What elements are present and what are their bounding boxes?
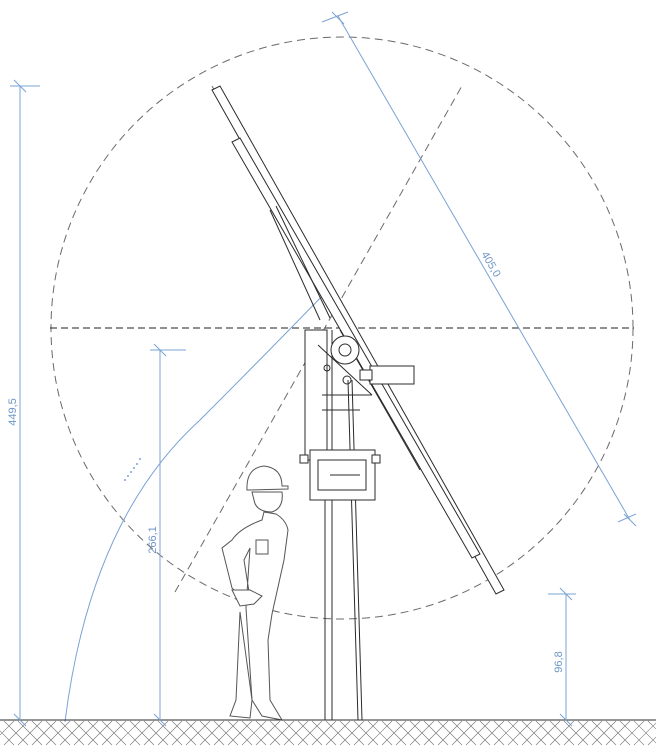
hatch-stroke xyxy=(353,720,379,746)
hatch-stroke xyxy=(591,720,617,746)
hatch-stroke xyxy=(311,720,337,746)
dimension-overall-height: 449,5 xyxy=(7,79,40,727)
hatch-stroke xyxy=(45,720,71,746)
hatch-stroke xyxy=(493,720,519,746)
hatch-stroke xyxy=(283,720,309,746)
hatch-stroke xyxy=(549,720,575,746)
hatch-stroke xyxy=(395,720,421,746)
hatch-stroke xyxy=(3,720,29,746)
hatch-stroke xyxy=(101,720,127,746)
dimension-ground-clearance: 96,8 xyxy=(548,587,576,727)
hatch-stroke xyxy=(633,720,656,744)
hatch-stroke xyxy=(297,720,323,746)
hatch-stroke xyxy=(0,730,15,746)
hatch-stroke xyxy=(73,720,99,746)
hatch-stroke xyxy=(605,720,631,746)
hatch-stroke xyxy=(563,720,589,746)
hatch-stroke xyxy=(255,720,281,746)
hatch-stroke xyxy=(619,720,645,746)
hatch-stroke xyxy=(143,720,169,746)
support-post xyxy=(324,330,363,721)
hatch-stroke xyxy=(507,720,533,746)
dimension-pivot-height: 266,1 xyxy=(147,343,186,727)
hatch-stroke xyxy=(423,720,449,746)
overall-height-label: 449,5 xyxy=(7,398,19,426)
hatch-stroke xyxy=(171,720,197,746)
hatch-stroke xyxy=(17,720,43,746)
hatch-stroke xyxy=(325,720,351,746)
hatch-stroke xyxy=(241,720,267,746)
pivot-height-label: 266,1 xyxy=(147,526,159,554)
hatch-stroke xyxy=(213,720,239,746)
reach-arc-dots xyxy=(124,458,141,481)
ground-hatch xyxy=(0,720,656,746)
hatch-stroke xyxy=(535,720,561,746)
hatch-stroke xyxy=(129,720,155,746)
hatch-stroke xyxy=(199,720,225,746)
hatch-stroke xyxy=(115,720,141,746)
drive-mechanism xyxy=(299,329,415,501)
hatch-stroke xyxy=(465,720,491,746)
hatch-stroke xyxy=(31,720,57,746)
hatch-stroke xyxy=(87,720,113,746)
hatch-stroke xyxy=(451,720,477,746)
hatch-stroke xyxy=(381,720,407,746)
person-icon xyxy=(221,465,289,721)
hatch-stroke xyxy=(59,720,85,746)
hatch-stroke xyxy=(409,720,435,746)
hatch-stroke xyxy=(647,720,656,730)
hatch-stroke xyxy=(227,720,253,746)
hatch-stroke xyxy=(647,736,656,746)
hatch-stroke xyxy=(157,720,183,746)
reach-arc xyxy=(64,287,331,723)
hatch-stroke xyxy=(437,720,463,746)
hatch-stroke xyxy=(339,720,365,746)
hatch-stroke xyxy=(269,720,295,746)
hatch-stroke xyxy=(577,720,603,746)
dimension-panel-length: 405,0 xyxy=(321,11,637,527)
hatch-stroke xyxy=(367,720,393,746)
hatch-stroke xyxy=(185,720,211,746)
hatch-stroke xyxy=(521,720,547,746)
ground-hatch-icon xyxy=(0,719,656,721)
solar-panel xyxy=(211,85,505,595)
ground-clearance-label: 96,8 xyxy=(553,651,565,672)
hatch-stroke xyxy=(479,720,505,746)
